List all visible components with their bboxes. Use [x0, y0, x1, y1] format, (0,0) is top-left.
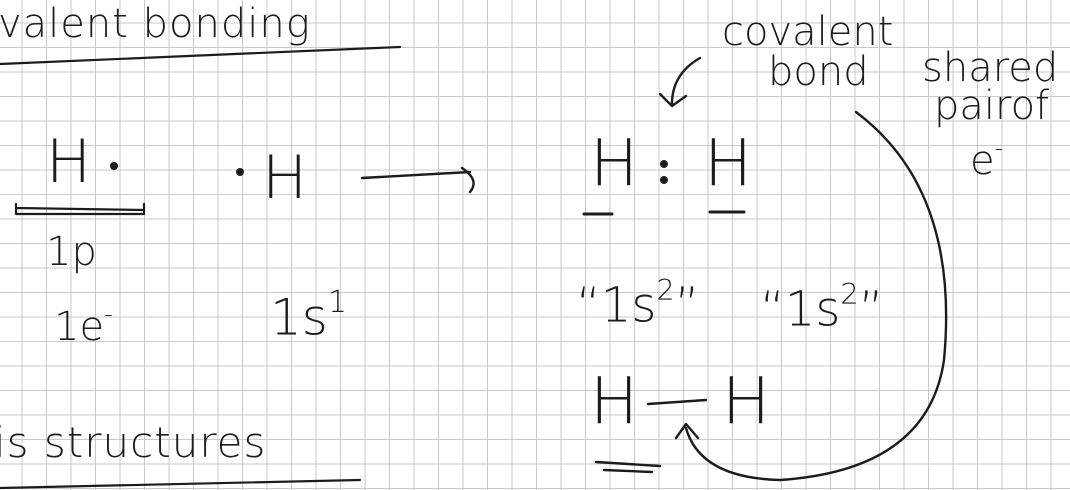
config-left-close: ”: [674, 277, 700, 334]
bracket-under-h: [14, 202, 146, 216]
reaction-arrow: [360, 166, 475, 194]
proton-count: 1p: [46, 229, 97, 275]
h2-lewis-left-h: H: [590, 127, 639, 201]
shared-pair-curve-arrow: [674, 110, 948, 482]
heading-underline-bottom: [0, 478, 362, 490]
electron-configuration-1s1: 1s1: [270, 288, 347, 343]
electron-count: 1e-: [54, 302, 113, 347]
label-electron-charge: -: [994, 134, 1004, 162]
config-right-open: “1s: [760, 281, 841, 338]
label-electron-symbol: e: [970, 138, 995, 184]
valence-electron-dot-right: [236, 168, 244, 176]
h2-bond-left-h: H: [590, 365, 639, 439]
heading-covalent-bonding: valent bonding: [0, 1, 311, 47]
underline-h2-left: [594, 460, 662, 474]
single-bond-line: [646, 398, 708, 406]
label-bond: bond: [768, 49, 869, 95]
config-base: 1s: [270, 288, 328, 347]
hydrogen-symbol-left: H: [46, 127, 92, 197]
label-covalent: covalent: [722, 9, 894, 55]
hydrogen-symbol-right: H: [262, 143, 308, 213]
config-left-sup: 2: [656, 273, 675, 307]
label-pair-of: pairof: [934, 83, 1050, 129]
h2-bond-right-h: H: [722, 365, 771, 439]
label-electron: e-: [970, 136, 1003, 181]
heading-lewis-structures: is structures: [0, 418, 267, 467]
label-shared: shared: [922, 45, 1059, 91]
config-right-close: ”: [858, 281, 884, 338]
valence-electron-dot: [110, 162, 118, 170]
h2-lewis-right-h: H: [704, 127, 753, 201]
electron-count-value: 1e: [54, 304, 105, 350]
config-right-sup: 2: [840, 277, 859, 311]
config-left-open: “1s: [576, 277, 657, 334]
config-superscript: 1: [327, 285, 347, 320]
electron-charge: -: [104, 300, 113, 328]
heading-underline-top: [0, 45, 402, 66]
shared-pair-dot-top: [660, 160, 668, 168]
shared-pair-dot-bottom: [660, 176, 668, 184]
config-left-1s2: “1s2”: [576, 276, 700, 330]
covalent-bond-arrow: [658, 56, 702, 108]
config-right-1s2: “1s2”: [760, 280, 884, 334]
